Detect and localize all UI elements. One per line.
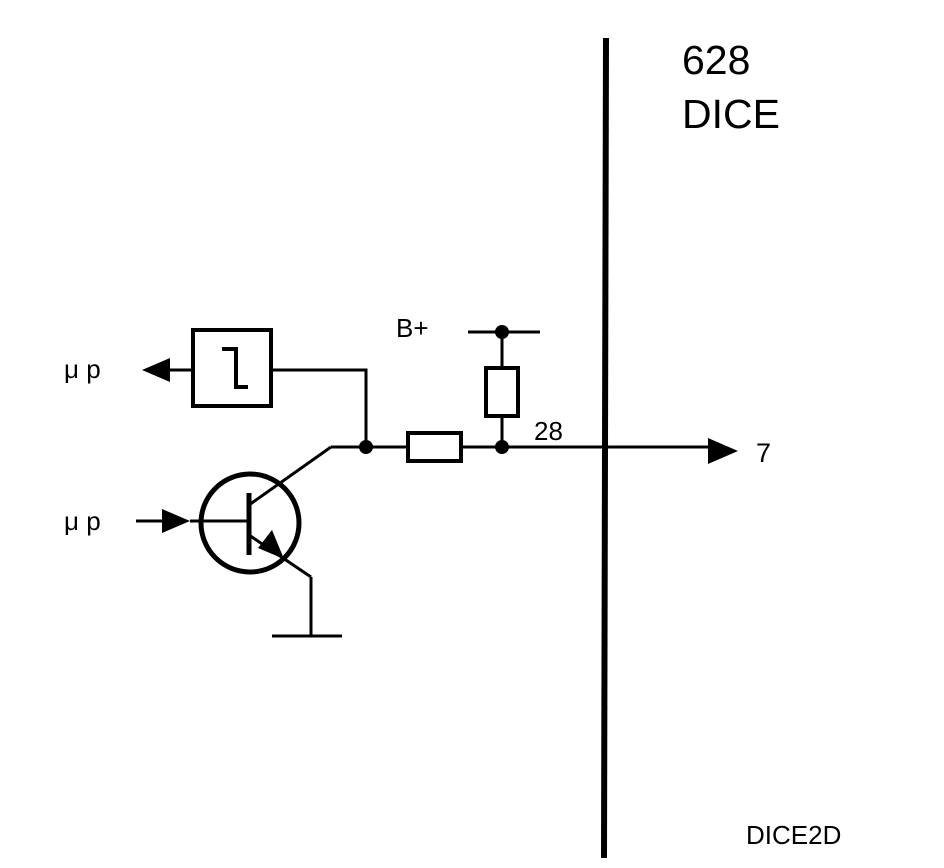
figure-code: DICE2D [746,820,841,850]
output-mp-label: μ p [64,354,101,384]
collector-junction-dot [359,440,373,454]
feedback-wire [271,368,368,447]
emitter-arrowhead [258,530,284,559]
schmitt-trigger-symbol [222,347,248,389]
input-mp-label: μ p [64,506,101,536]
output-arrowhead [708,438,738,464]
series-resistor [406,431,463,463]
output-label: 7 [756,438,771,468]
input-mp-arrowhead [162,509,190,533]
supply-label: B+ [396,313,429,343]
module-number: 628 [682,37,750,83]
supply-junction-dot [495,325,509,339]
pullup-resistor [484,366,520,418]
schmitt-trigger-block [191,328,273,408]
transistor-collector [248,445,332,507]
module-name: DICE [682,91,780,137]
transistor-body [198,471,302,575]
output-mp-arrowhead [142,358,170,382]
pin-label: 28 [534,416,563,446]
